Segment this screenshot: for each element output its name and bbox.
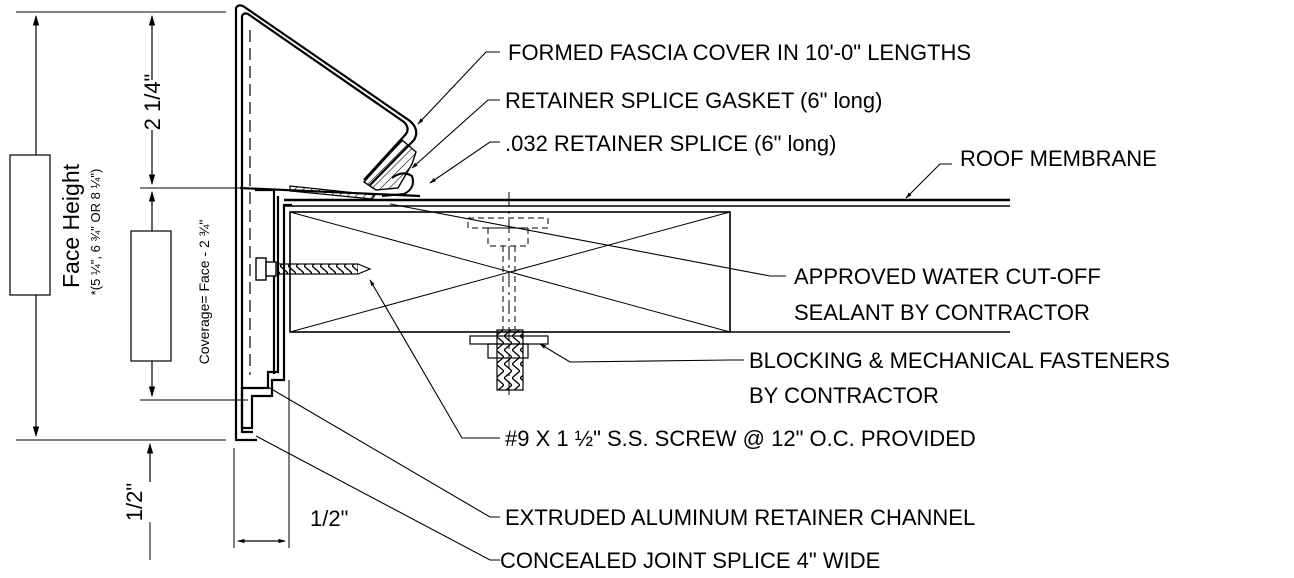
callout-sealant-line2: SEALANT BY CONTRACTOR — [794, 300, 1090, 325]
coverage-dimension — [130, 190, 248, 401]
ss-screw — [255, 257, 372, 281]
callout-retainer-channel: EXTRUDED ALUMINUM RETAINER CHANNEL — [505, 505, 975, 530]
callout-blocking-line2: BY CONTRACTOR — [749, 383, 939, 408]
bottom-drip-label: 1/2" — [122, 483, 147, 521]
horizontal-offset-dimension — [233, 380, 290, 548]
coverage-label: Coverage= Face - 2 ¾" — [196, 220, 212, 365]
mechanical-fastener — [467, 192, 549, 400]
leader-lines — [255, 51, 952, 561]
wood-blocking — [284, 198, 1010, 333]
face-height-options: *(5 ¼", 6 ¾" OR 8 ¼") — [88, 169, 103, 296]
coverage-label-box — [130, 230, 172, 362]
upper-height-label: 2 1/4" — [140, 74, 165, 131]
callout-sealant-line1: APPROVED WATER CUT-OFF — [794, 264, 1101, 289]
splice-gasket — [362, 139, 417, 197]
callout-screw: #9 X 1 ½" S.S. SCREW @ 12" O.C. PROVIDED — [505, 426, 976, 451]
callout-blocking-line1: BLOCKING & MECHANICAL FASTENERS — [749, 348, 1170, 373]
callout-fascia-cover: FORMED FASCIA COVER IN 10'-0" LENGTHS — [508, 40, 971, 65]
callout-retainer-splice: .032 RETAINER SPLICE (6" long) — [505, 131, 836, 156]
face-height-title: Face Height — [58, 163, 84, 288]
callout-joint-splice: CONCEALED JOINT SPLICE 4" WIDE — [500, 548, 880, 573]
callout-roof-membrane: ROOF MEMBRANE — [960, 146, 1157, 171]
face-height-label-box — [9, 154, 51, 296]
face-height-dimension — [9, 11, 226, 441]
horizontal-offset-label: 1/2" — [310, 506, 348, 531]
upper-height-dimension — [140, 14, 248, 189]
retainer-channel — [239, 185, 421, 430]
fascia-cover — [234, 4, 418, 442]
callout-splice-gasket: RETAINER SPLICE GASKET (6" long) — [505, 88, 882, 113]
